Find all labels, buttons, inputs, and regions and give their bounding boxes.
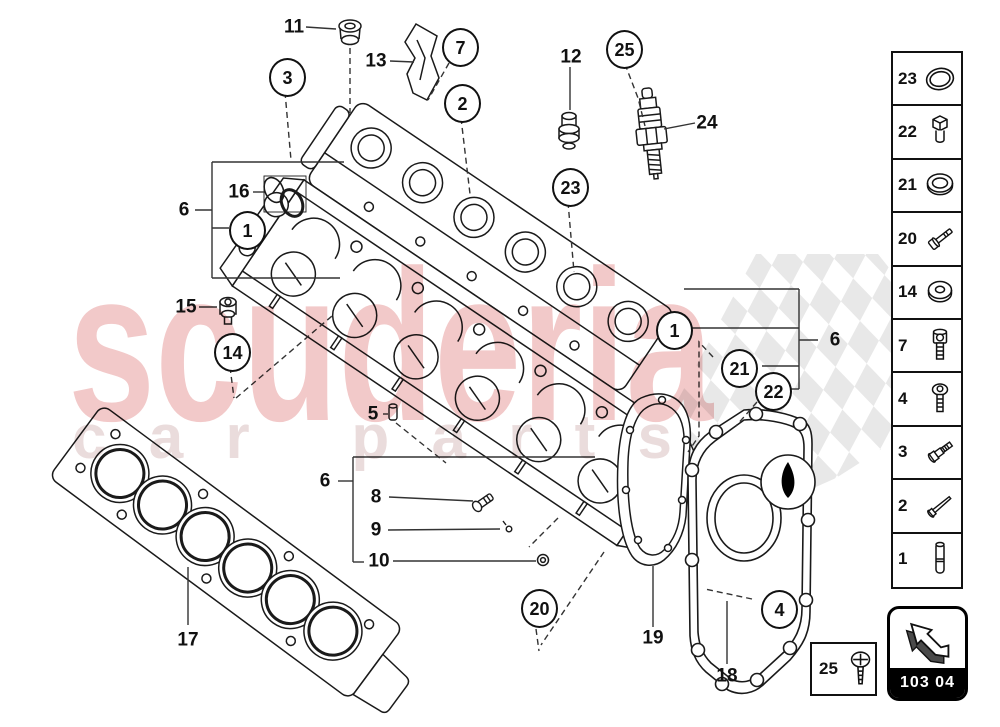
callout-label-6-left: 6 [178,199,190,221]
legend-row-4: 4 [893,373,961,427]
callout-label-18: 18 [716,665,738,687]
legend-num: 20 [898,228,917,248]
callout-circle-20: 20 [521,589,558,628]
fastener-legend: 23 22 21 [891,51,963,589]
callout-circle-4: 4 [761,590,798,629]
callout-circle-21: 21 [721,349,758,388]
legend-num: 22 [898,122,917,142]
legend-num: 3 [898,442,908,462]
callout-circle-2: 2 [444,84,481,123]
callout-label-9: 9 [370,519,382,541]
long-screw-icon [927,495,952,518]
legend-row-2: 2 [893,480,961,534]
grommet-part-10 [536,553,550,567]
dashed-leader-lines [229,48,758,652]
legend-num: 1 [898,549,908,569]
page-code: 103 04 [890,668,965,698]
bracket-part-13 [404,22,440,101]
cylinder-head-art [219,102,698,550]
callout-label-24: 24 [696,112,718,134]
stud-part-5 [388,403,398,421]
timing-cover-gasket-art [616,393,692,566]
legend-num: 25 [819,659,838,678]
legend-num: 23 [898,68,917,88]
callout-circle-7: 7 [442,28,479,67]
callout-label-12: 12 [560,46,582,68]
callout-label-11: 11 [283,16,305,38]
callout-label-6-right: 6 [829,329,841,351]
plate-arrow-area [890,609,965,668]
hex-bolt-icon [932,115,948,144]
dowel-pin-icon [935,541,945,574]
pan-head-screw-icon [850,651,871,685]
button-head-screw-icon [931,383,949,413]
callout-circle-3: 3 [269,58,306,97]
washer-icon [926,173,954,196]
legend-num: 7 [898,335,908,355]
legend-row-23: 23 [893,53,961,107]
grommet-part-11 [338,19,362,46]
callout-label-8: 8 [370,486,382,508]
bolt-part-8 [471,493,494,513]
callout-circle-1-right: 1 [656,311,693,350]
legend-box-25: 25 [810,642,877,696]
pin-part-9 [502,520,513,533]
arrow-up-left-icon [905,622,949,664]
callout-circle-23: 23 [552,168,589,207]
callout-label-19: 19 [642,627,664,649]
leader-lines [187,26,818,664]
legend-row-14: 14 [893,267,961,320]
legend-row-20: 20 [893,213,961,267]
callout-label-15: 15 [175,296,197,318]
legend-num: 21 [898,175,917,195]
o-rings-part-16 [263,175,307,218]
callout-label-16: 16 [228,181,250,203]
callout-label-6-bottom: 6 [319,470,331,492]
o-ring-icon [925,67,955,91]
legend-row-1: 1 [893,534,961,585]
callout-label-13: 13 [365,50,387,72]
socket-head-screw-icon [932,328,948,360]
legend-num: 4 [898,389,908,409]
legend-num: 2 [898,495,908,515]
legend-row-7: 7 [893,320,961,374]
shoulder-screw-icon [927,441,954,464]
callout-circle-14: 14 [214,333,251,372]
sensor-part-12 [558,111,580,150]
timing-cover-art [684,406,816,695]
long-hex-bolt-icon [927,228,953,250]
legend-num: 14 [898,282,917,302]
callout-label-5: 5 [367,403,379,425]
legend-row-3: 3 [893,427,961,481]
callout-label-10: 10 [368,550,390,572]
callout-label-17: 17 [177,629,199,651]
head-gasket-art [51,407,410,714]
spark-plug-art [635,87,668,180]
page-reference-plate[interactable]: 103 04 [887,606,968,701]
legend-row-22: 22 [893,106,961,160]
legend-row-21: 21 [893,160,961,214]
flat-washer-icon [927,281,953,303]
callout-circle-1-left: 1 [229,211,266,250]
callout-circle-25: 25 [606,30,643,69]
callout-circle-22: 22 [755,372,792,411]
plug-part-15 [219,296,237,325]
